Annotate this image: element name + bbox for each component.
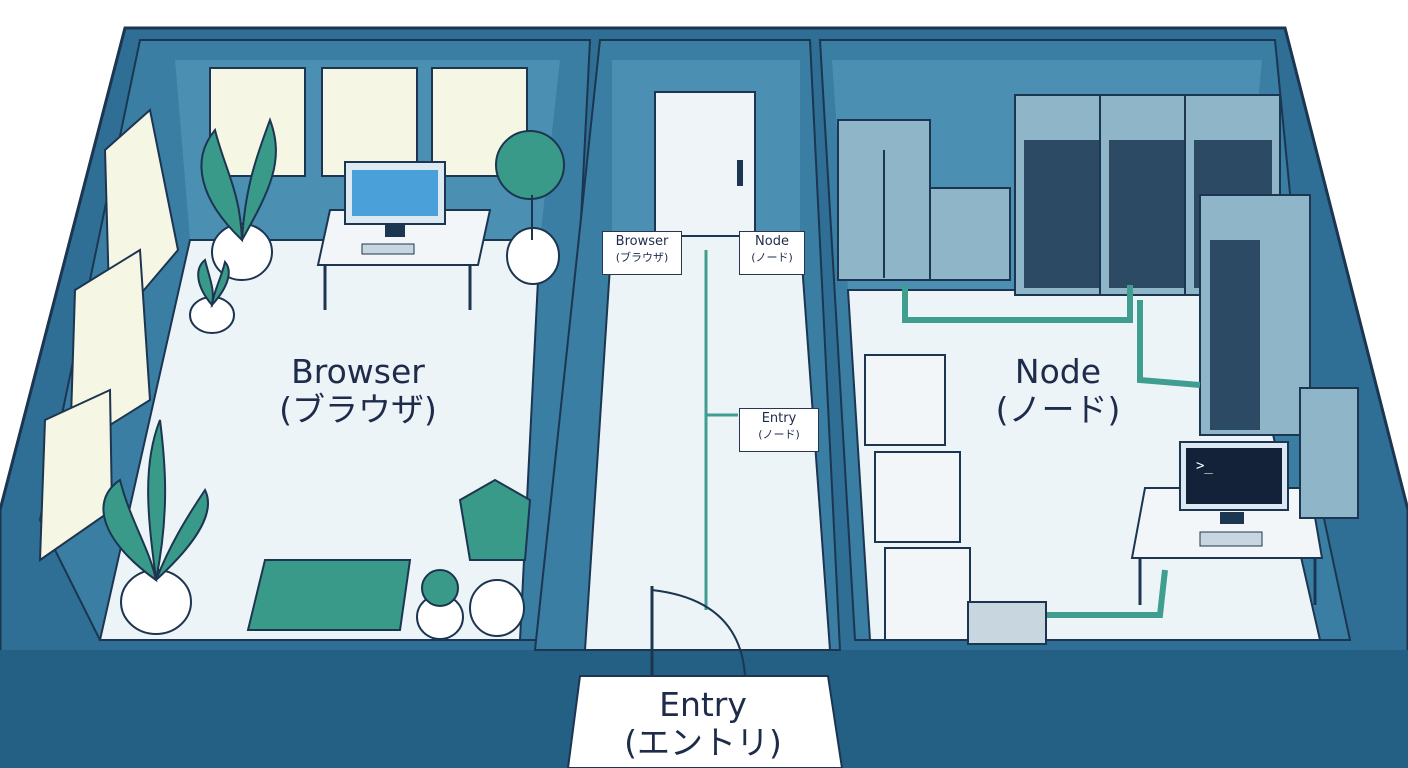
node-sign-line2: (ノード) <box>751 251 793 264</box>
browser-sign: Browser (ブラウザ) <box>602 231 682 275</box>
browser-sign-line1: Browser <box>615 234 669 249</box>
node-room: >_ <box>818 39 1359 645</box>
server-rack-icon <box>1014 94 1111 296</box>
node-sign: Node (ノード) <box>739 231 805 275</box>
terminal-monitor-icon: >_ <box>1179 441 1289 547</box>
entry-sign-line1: Entry <box>761 411 797 426</box>
browser-sign-line2: (ブラウザ) <box>615 251 669 264</box>
node-sign-line1: Node <box>755 234 789 249</box>
plant-icon <box>416 569 464 640</box>
browser-room-name-ja: (ブラウザ) <box>279 390 437 429</box>
entry-room-label: Entry (エントリ) <box>603 686 803 762</box>
entry-room-name-ja: (エントリ) <box>624 723 782 762</box>
server-rack-icon <box>1099 94 1196 296</box>
plant-icon <box>102 419 209 635</box>
node-room-label: Node (ノード) <box>958 353 1158 429</box>
terminal-prompt: >_ <box>1196 458 1213 474</box>
browser-room <box>38 39 592 641</box>
server-rack-icon <box>1199 194 1311 436</box>
entry-room-name: Entry <box>659 685 747 724</box>
entry-corridor <box>533 39 844 768</box>
node-room-name: Node <box>1014 352 1102 391</box>
browser-room-name: Browser <box>291 352 425 391</box>
plant-icon <box>458 478 532 637</box>
node-room-name-ja: (ノード) <box>995 390 1121 429</box>
plant-icon <box>189 258 235 334</box>
entry-sign: Entry (ノード) <box>739 408 819 452</box>
plant-icon <box>495 130 565 285</box>
entry-sign-line2: (ノード) <box>758 428 800 441</box>
browser-room-label: Browser (ブラウザ) <box>258 353 458 429</box>
